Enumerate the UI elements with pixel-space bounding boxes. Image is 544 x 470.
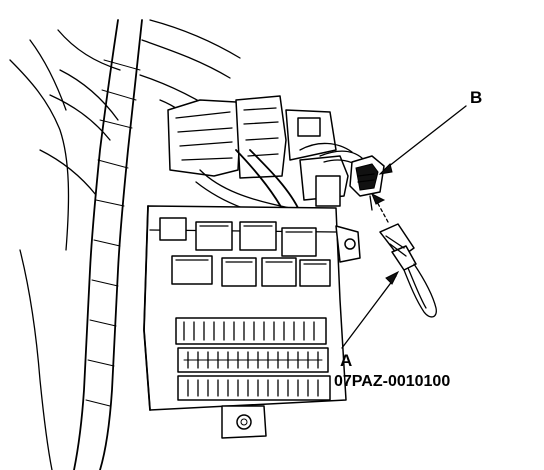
connector-b xyxy=(349,155,385,211)
fuse-row-2 xyxy=(177,347,329,373)
fuse-row-1 xyxy=(175,317,327,345)
relay-row-lower xyxy=(171,255,331,287)
fuse-row-3 xyxy=(177,375,331,401)
callout-a-label: A xyxy=(340,351,352,370)
upper-connector-cluster xyxy=(167,95,365,226)
callout-a-part-number: 07PAZ-0010100 xyxy=(334,373,450,390)
insertion-arrow xyxy=(371,192,389,223)
relay-row-upper xyxy=(159,217,317,257)
callout-b-label: B xyxy=(470,88,482,107)
fuse-box xyxy=(143,205,361,439)
leader-line-b xyxy=(383,105,467,171)
tool-a-connector-plug xyxy=(379,223,437,318)
leader-line-a xyxy=(341,275,397,349)
